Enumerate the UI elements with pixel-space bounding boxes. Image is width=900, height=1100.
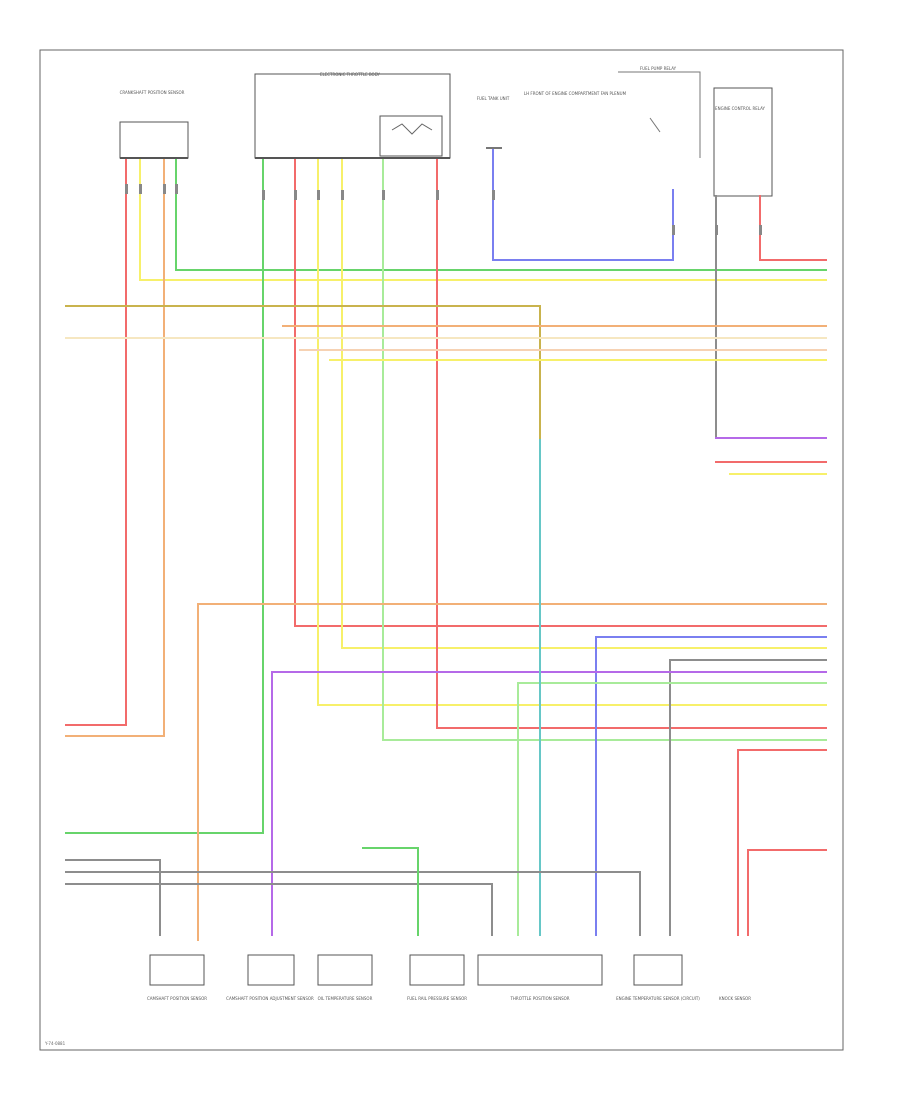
wire-red-throttle <box>294 159 827 627</box>
wire-violet-mid <box>271 671 827 936</box>
bottom-components: CAMSHAFT POSITION SENSOR CAMSHAFT POSITI… <box>147 954 751 1001</box>
wire-yellow-throttle-1 <box>317 159 827 706</box>
bottom-label-3: FUEL RAIL PRESSURE SENSOR <box>407 996 467 1001</box>
wire-orange-crank <box>65 159 165 737</box>
diagram-frame <box>39 49 844 1051</box>
wire-green-crank <box>175 159 827 271</box>
wire-red-throttle-2 <box>436 159 827 729</box>
wire-yellow-crank <box>139 159 827 281</box>
bottom-label-2: OIL TEMPERATURE SENSOR <box>318 996 373 1001</box>
wire-gray-lower-2 <box>65 871 641 936</box>
frame-code: Y-74-0881 <box>44 1041 66 1046</box>
wire-red-relay <box>759 195 827 261</box>
bottom-label-6: KNOCK SENSOR <box>719 996 751 1001</box>
engine-control-relay-block: ENGINE CONTROL RELAY <box>713 87 773 197</box>
wire-gray-lower-3 <box>65 883 493 936</box>
wire-green-lower <box>362 847 419 936</box>
bottom-label-4: THROTTLE POSITION SENSOR <box>509 996 569 1001</box>
wire-red-crank <box>65 159 127 726</box>
wire-green-mid <box>517 682 827 936</box>
bottom-label-0: CAMSHAFT POSITION SENSOR <box>147 996 207 1001</box>
wires <box>65 149 827 941</box>
fuel-tank-unit-label: FUEL TANK UNIT <box>477 96 510 101</box>
wire-gray-lower-1 <box>65 859 161 936</box>
bottom-label-5: ENGINE TEMPERATURE SENSOR (CIRCUIT) <box>616 996 700 1001</box>
wire-gray-relay <box>715 195 827 439</box>
wire-orange-mid <box>197 603 827 941</box>
wire-green-throttle <box>65 159 264 834</box>
wire-blue-mid <box>595 636 827 936</box>
wire-gray-mid <box>669 659 827 936</box>
wire-red-right-bottom <box>737 749 827 936</box>
wire-blue-fuel <box>492 149 674 261</box>
bottom-label-1: CAMSHAFT POSITION ADJUSTMENT SENSOR <box>226 996 314 1001</box>
throttle-body-block: ELECTRONIC THROTTLE BODY <box>254 72 451 159</box>
engine-control-relay-label: ENGINE CONTROL RELAY <box>715 106 765 111</box>
fuel-pump-relay-note: LH FRONT OF ENGINE COMPARTMENT FAN PLENU… <box>524 91 627 96</box>
crankshaft-sensor-block: CRANKSHAFT POSITION SENSOR <box>119 90 189 159</box>
fuel-pump-relay-block: LH FRONT OF ENGINE COMPARTMENT FAN PLENU… <box>524 66 701 158</box>
wire-light-green-throttle <box>382 159 827 741</box>
crankshaft-sensor-label: CRANKSHAFT POSITION SENSOR <box>120 90 185 95</box>
wire-yellow-throttle-2 <box>341 159 827 649</box>
connector-pins <box>125 184 762 235</box>
fuel-tank-unit-block: FUEL TANK UNIT <box>477 96 510 149</box>
wire-olive-left <box>65 305 541 441</box>
fuel-pump-relay-label: FUEL PUMP RELAY <box>640 66 677 71</box>
wire-red-right-bottom-2 <box>747 849 827 936</box>
